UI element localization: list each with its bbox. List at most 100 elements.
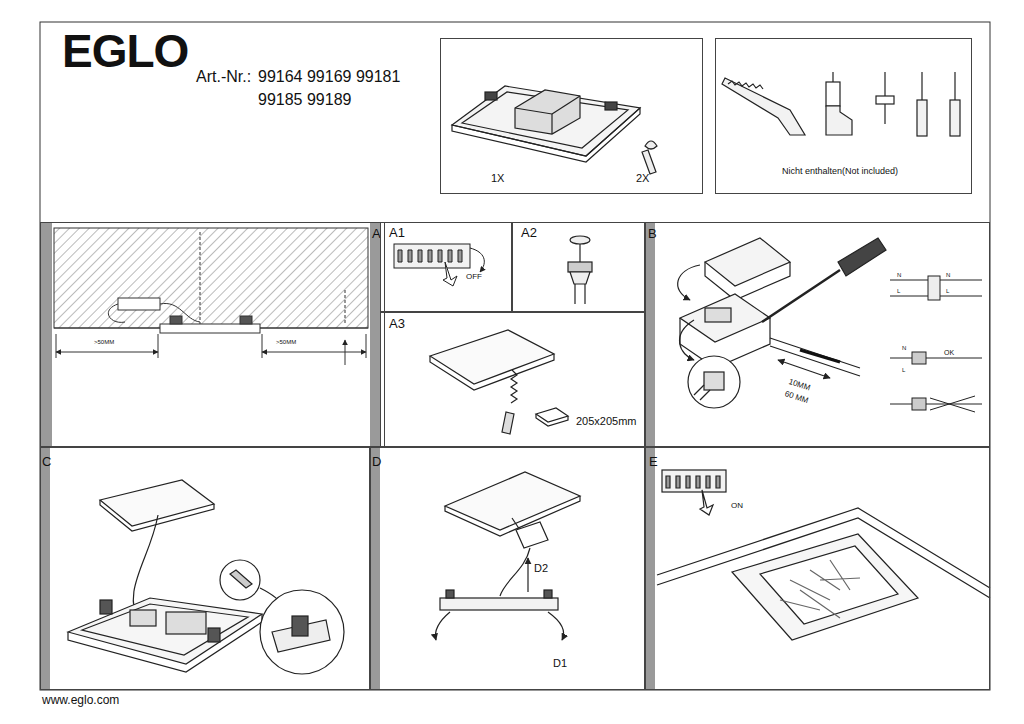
finished-light-part (780, 560, 860, 618)
clip-mounting-part (100, 500, 214, 531)
panel-d: D (370, 447, 645, 690)
ceiling-section-part (262, 352, 366, 353)
junction-box-part (678, 265, 700, 300)
wiring-schematic-part (940, 280, 982, 281)
fixture-insert-part (548, 612, 563, 640)
ceiling-section-part (56, 334, 57, 358)
fixture-insert-part (445, 496, 580, 536)
junction-box-part (705, 308, 731, 322)
finished-light-part (700, 490, 713, 515)
fixture-contents-part (515, 90, 580, 134)
node-text: 2X (636, 173, 649, 184)
finished-light-part (760, 546, 898, 624)
junction-box-part (700, 390, 710, 400)
pin-name: N (946, 272, 950, 278)
clip-mounting-part (220, 560, 260, 600)
ceiling-section-part (158, 334, 159, 358)
fixture-contents (452, 86, 657, 174)
breaker-off-part (394, 244, 470, 268)
panel-bars-part (645, 222, 655, 447)
brand-title: EGLO (62, 28, 188, 74)
wiring-schematic-part (940, 296, 982, 297)
fixture-contents-part (642, 141, 657, 174)
node-text: Nicht enthalten(Not included) (782, 167, 898, 176)
fixture-contents-part (552, 96, 580, 114)
panel-bars-part (370, 447, 380, 690)
fixture-insert-part (516, 522, 548, 548)
screw-detail-part (574, 284, 575, 304)
breaker-off-part (398, 250, 462, 262)
article-number: 99185 99189 (258, 92, 351, 108)
ceiling-cutout-part (536, 414, 568, 426)
ceiling-section-part (160, 324, 260, 333)
node-text: 1X (491, 173, 504, 184)
clip-mounting (68, 480, 344, 674)
junction-box-part (680, 294, 770, 342)
tool-icons (722, 72, 960, 136)
ceiling-section-part (262, 334, 263, 358)
panel-letter: A1 (389, 226, 405, 239)
switch-state: OFF (466, 273, 482, 281)
wiring-schematic-part (912, 398, 926, 410)
wiring-schematic (890, 276, 982, 412)
clip-mounting-part (100, 600, 112, 614)
panel-letter: A2 (521, 226, 537, 239)
ceiling-cutout-part (502, 412, 514, 434)
junction-box-part (800, 350, 840, 362)
clip-mounting-part (292, 616, 308, 636)
contents-box: 1X 2X (440, 38, 703, 194)
fixture-insert-part (446, 590, 454, 598)
dimension: 60 MM (784, 390, 810, 405)
ceiling-section-part (170, 316, 182, 324)
screw-detail-part (570, 236, 590, 244)
finished-light-part (666, 476, 720, 488)
junction-box-part (705, 238, 790, 286)
ceiling-cutout-part (536, 408, 568, 422)
junction-box-part (770, 338, 860, 376)
junction-box (678, 238, 886, 408)
fixture-insert (436, 472, 580, 640)
wiring-schematic-part (890, 358, 982, 359)
tool-icons-part (954, 72, 955, 100)
ceiling-section-part (366, 334, 367, 358)
wiring-schematic-part (890, 280, 928, 281)
tool-icons-part (826, 106, 852, 135)
panel-letter: B (648, 227, 657, 240)
junction-box-part (838, 238, 886, 276)
tool-icons-part (826, 82, 840, 106)
panel-bars-part (40, 447, 50, 690)
breaker-off (394, 244, 484, 286)
dimension: >50MM (276, 339, 296, 345)
panel-bars-part (40, 222, 52, 447)
screw-detail-part (568, 262, 592, 272)
article-number: 99164 99169 99181 (258, 69, 400, 85)
pin-name: N (902, 345, 906, 351)
clip-mounting-part (260, 590, 344, 674)
ceiling-cutout-part (430, 330, 554, 384)
status-note: OK (944, 349, 954, 356)
junction-box-part (778, 360, 830, 378)
tool-icons-part (884, 72, 885, 96)
fixture-insert-part (440, 598, 558, 610)
article-caption: Art.-Nr.: (196, 69, 251, 85)
panel-letter: D (372, 455, 381, 468)
clip-mounting-part (68, 598, 262, 664)
junction-box-part (688, 356, 740, 408)
finished-light-part (662, 470, 726, 492)
breaker-off-part (443, 262, 457, 286)
dimension: 205x205mm (576, 416, 637, 427)
clip-mounting-part (230, 570, 252, 588)
finished-light-part (732, 534, 918, 640)
dimension: 10MM (788, 378, 812, 392)
screw-detail-part (570, 272, 590, 284)
pin-name: L (946, 288, 949, 294)
tools-box: Nicht enthalten(Not included) (715, 38, 972, 194)
clip-mounting-part (130, 610, 156, 626)
clip-mounting-part (166, 612, 206, 634)
panel-a1: A1 (380, 222, 512, 312)
step-callout: D1 (553, 658, 567, 669)
fixture-insert-part (512, 518, 520, 530)
